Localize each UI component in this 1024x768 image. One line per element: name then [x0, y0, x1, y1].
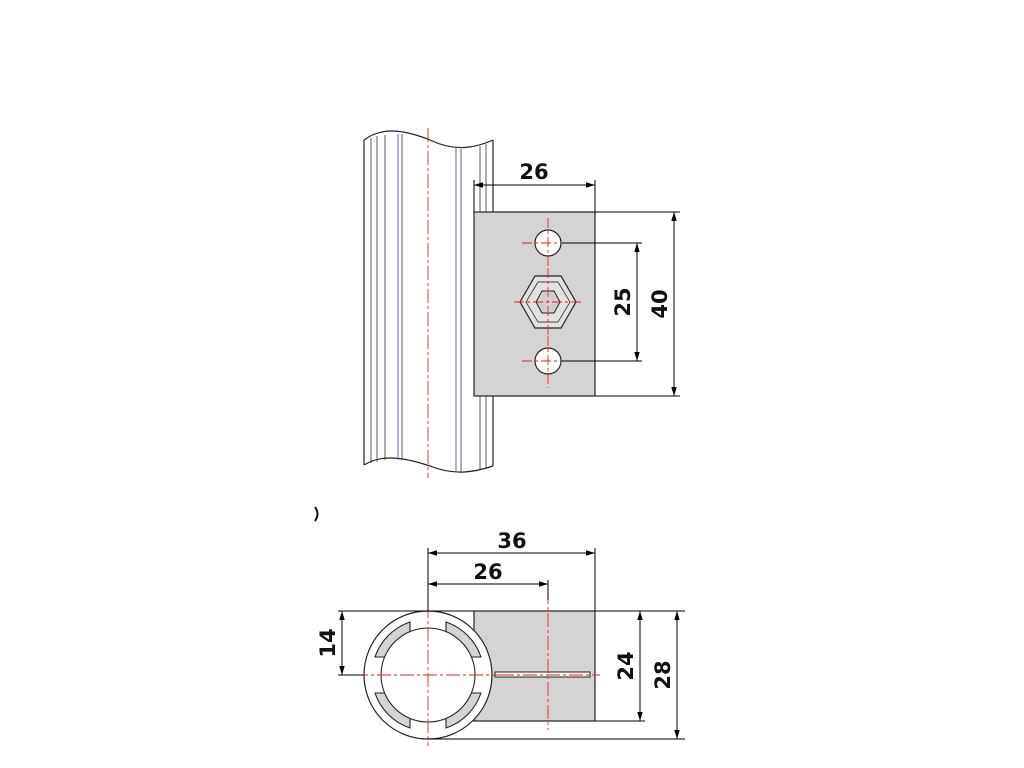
dimension-center-height: 14 [316, 610, 474, 676]
dimension-width: 26 [473, 160, 596, 212]
clamp-slot [494, 671, 591, 678]
dim-hole-spacing-label: 25 [611, 287, 635, 316]
dim-total-height-label: 28 [651, 660, 675, 689]
clamp-block [473, 610, 596, 722]
dim-block-height-label: 24 [614, 651, 638, 680]
dimension-to-hole: 26 [428, 560, 549, 600]
dimension-overall: 36 [427, 529, 596, 611]
dim-height-label: 40 [648, 289, 672, 318]
dimension-hole-spacing: 25 [562, 242, 642, 362]
dim-overall-label: 36 [497, 529, 526, 553]
dimension-height: 40 [595, 211, 680, 397]
front-view: 26 25 40 [363, 128, 680, 478]
hex-bolt [514, 268, 582, 336]
section-view: 36 26 14 24 28 [316, 529, 685, 746]
stray-mark [314, 506, 319, 522]
dim-to-hole-label: 26 [473, 560, 502, 584]
dimension-block-height: 24 [595, 610, 645, 722]
dim-width-label: 26 [519, 160, 548, 184]
dimension-total-height: 28 [428, 610, 685, 740]
tube-cross-section [354, 604, 502, 746]
dim-center-height-label: 14 [316, 628, 340, 657]
